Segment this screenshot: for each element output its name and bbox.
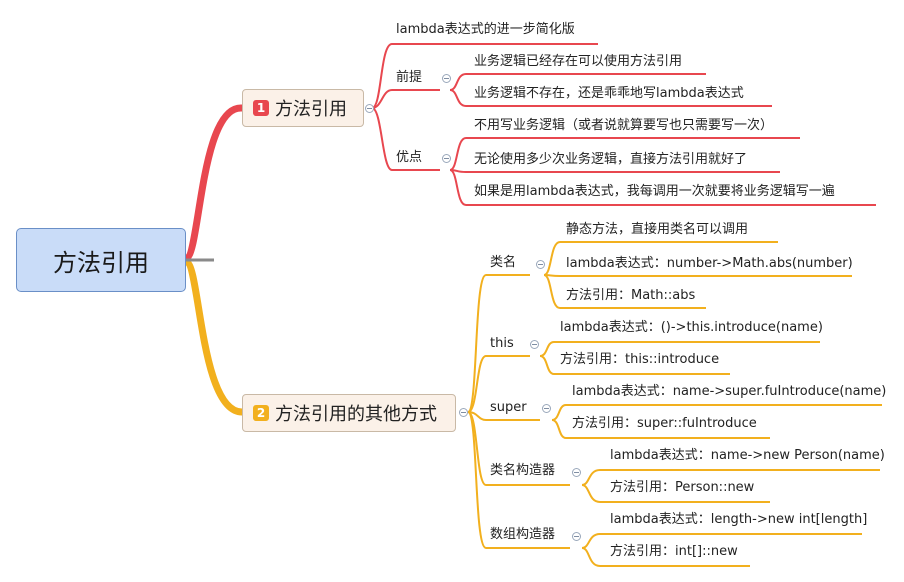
constructor-item-1[interactable]: lambda表达式：name->new Person(name) <box>610 448 885 463</box>
advantage-item-2[interactable]: 无论使用多少次业务逻辑，直接方法引用就好了 <box>474 152 748 167</box>
constructor-topic[interactable]: 类名构造器 <box>490 463 556 478</box>
classname-item-2[interactable]: lambda表达式：number->Math.abs(number) <box>566 256 853 271</box>
this-item-1[interactable]: lambda表达式：()->this.introduce(name) <box>560 320 823 335</box>
premise-item-2[interactable]: 业务逻辑不存在，还是乖乖地写lambda表达式 <box>474 86 744 101</box>
root-topic[interactable]: 方法引用 <box>16 228 186 292</box>
collapse-icon[interactable] <box>365 104 374 113</box>
advantage-item-3[interactable]: 如果是用lambda表达式，我每调用一次就要将业务逻辑写一遍 <box>474 184 835 199</box>
branch-method-reference[interactable]: 1 方法引用 <box>242 89 364 127</box>
priority-2-badge: 2 <box>253 405 269 421</box>
collapse-icon[interactable] <box>536 260 545 269</box>
super-item-2[interactable]: 方法引用：super::fuIntroduce <box>572 416 757 431</box>
advantages-topic[interactable]: 优点 <box>396 150 423 165</box>
constructor-item-2[interactable]: 方法引用：Person::new <box>610 480 755 495</box>
array-constructor-item-1[interactable]: lambda表达式：length->new int[length] <box>610 512 868 527</box>
branch-method-reference-label: 方法引用 <box>275 99 347 120</box>
collapse-icon[interactable] <box>442 154 451 163</box>
branch-other-ways[interactable]: 2 方法引用的其他方式 <box>242 394 456 432</box>
root-topic-label: 方法引用 <box>53 248 149 277</box>
super-item-1[interactable]: lambda表达式：name->super.fuIntroduce(name) <box>572 384 887 399</box>
super-topic[interactable]: super <box>490 400 527 415</box>
branch-other-ways-label: 方法引用的其他方式 <box>275 404 437 425</box>
classname-item-3[interactable]: 方法引用：Math::abs <box>566 288 696 303</box>
priority-1-badge: 1 <box>253 100 269 116</box>
premise-topic[interactable]: 前提 <box>396 70 423 85</box>
classname-item-1[interactable]: 静态方法，直接用类名可以调用 <box>566 222 749 237</box>
this-item-2[interactable]: 方法引用：this::introduce <box>560 352 720 367</box>
array-constructor-topic[interactable]: 数组构造器 <box>490 527 556 542</box>
collapse-icon[interactable] <box>530 340 539 349</box>
collapse-icon[interactable] <box>542 404 551 413</box>
collapse-icon[interactable] <box>572 468 581 477</box>
advantage-item-1[interactable]: 不用写业务逻辑（或者说就算要写也只需要写一次） <box>474 118 774 133</box>
array-constructor-item-2[interactable]: 方法引用：int[]::new <box>610 544 738 559</box>
collapse-icon[interactable] <box>459 408 468 417</box>
intro-topic[interactable]: lambda表达式的进一步简化版 <box>396 22 575 37</box>
collapse-icon[interactable] <box>442 74 451 83</box>
premise-item-1[interactable]: 业务逻辑已经存在可以使用方法引用 <box>474 54 683 69</box>
classname-topic[interactable]: 类名 <box>490 255 517 270</box>
this-topic[interactable]: this <box>490 336 514 351</box>
collapse-icon[interactable] <box>572 532 581 541</box>
